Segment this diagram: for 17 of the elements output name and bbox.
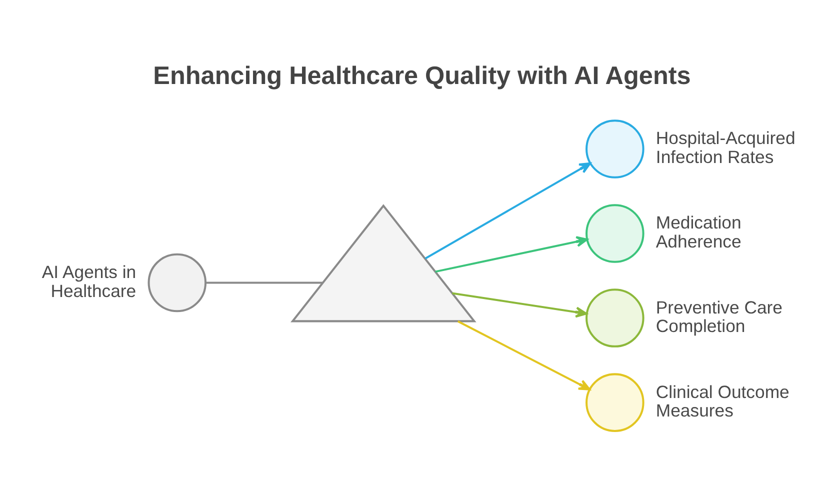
arrow (435, 236, 588, 272)
node-triangle (290, 204, 476, 322)
node-circle (148, 252, 207, 312)
diagram-title: Enhancing Healthcare Quality with AI Agents (153, 62, 691, 90)
node-circle (586, 288, 644, 347)
arrow (424, 162, 592, 259)
node-label: Medication Adherence (656, 212, 742, 252)
node-label: Clinical Outcome Measures (656, 381, 790, 420)
node-label: Hospital-Acquired Infection Rates (656, 128, 796, 167)
arrow (457, 320, 590, 390)
connector (206, 281, 323, 284)
node-circle (586, 204, 644, 262)
node-label: AI Agents in Healthcare (42, 261, 136, 300)
node-label: Preventive Care Completion (656, 296, 783, 336)
node-circle (586, 372, 644, 432)
node-circle (586, 119, 644, 178)
arrow (452, 292, 588, 318)
